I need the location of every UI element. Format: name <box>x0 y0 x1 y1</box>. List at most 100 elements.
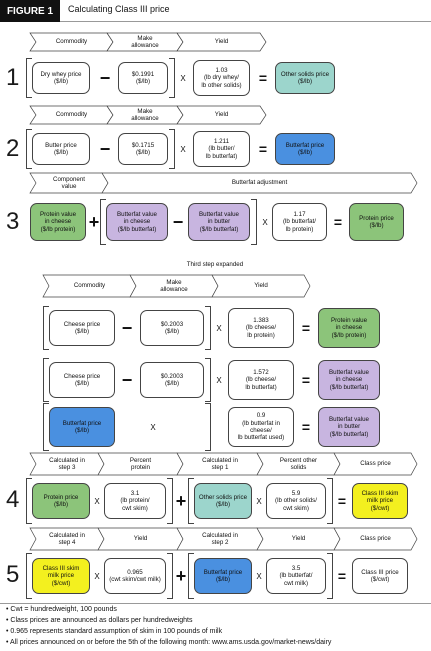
hdr-calculated-step4: Calculated in step 4 <box>49 531 85 546</box>
equals-op: = <box>337 568 347 584</box>
yield-box: 1.572 (lb cheese/ lb butterfat) <box>228 360 294 400</box>
hdr-calculated-step2: Calculated in step 2 <box>202 531 238 546</box>
bracket-left <box>188 553 194 599</box>
hdr-calculated-step3: Calculated in step 3 <box>49 456 85 471</box>
equals-op: = <box>258 141 268 157</box>
bracket-left <box>26 553 32 599</box>
equals-op: = <box>337 493 347 509</box>
cheese-price-box: Cheese price ($/lb) <box>49 362 115 398</box>
note-announcement: • All prices announced on or before the … <box>6 639 332 646</box>
hdr-commodity: Commodity <box>73 282 106 290</box>
butterfat-value-butter-box: Butterfat value in butter ($/lb butterfa… <box>318 407 380 447</box>
hdr-yield: Yield <box>133 535 148 543</box>
protein-value-cheese-box: Protein value in cheese ($/lb protein) <box>318 308 380 348</box>
class-iii-skim-price-box: Class III skim milk price ($/cwt) <box>32 558 90 594</box>
cheese-price-box: Cheese price ($/lb) <box>49 310 115 346</box>
step-number-4: 4 <box>6 486 20 513</box>
percent-other-solids-box: 5.9 (lb other solids/ cwt skim) <box>266 483 326 519</box>
hdr-percent-other-solids: Percent other solids <box>279 456 318 471</box>
protein-value-cheese-box: Protein value in cheese ($/lb protein) <box>30 203 86 241</box>
yield-box: 1.383 (lb cheese/ lb protein) <box>228 308 294 348</box>
butter-price-box: Butter price ($/lb) <box>32 133 90 165</box>
butterfat-yield-box: 3.5 (lb butterfat/ cwt milk) <box>266 558 326 594</box>
step-number-2: 2 <box>6 135 20 162</box>
butterfat-value-cheese-box: Butterfat value in cheese ($/lb butterfa… <box>106 203 168 241</box>
hdr-make-allowance: Make allowance <box>131 34 159 49</box>
times-op: X <box>216 323 222 333</box>
expanded-title: Third step expanded <box>186 261 244 269</box>
bracket-right <box>167 553 173 599</box>
hdr-arrow <box>101 172 418 194</box>
bracket-right <box>205 358 211 402</box>
hdr-percent-protein: Percent protein <box>129 456 152 471</box>
make-allowance-box: $0.2003 ($/lb) <box>140 310 204 346</box>
bracket-left <box>188 478 194 524</box>
bracket-left <box>43 306 49 350</box>
hdr-yield: Yield <box>214 38 229 46</box>
hdr-make-allowance: Make allowance <box>131 107 159 122</box>
minus-op: − <box>99 67 111 88</box>
other-solids-price-box: Other solids price ($/lb) <box>275 62 335 94</box>
yield-box: 1.211 (lb butter/ lb butterfat) <box>193 131 250 167</box>
times-op: X <box>256 571 262 581</box>
hdr-arrow <box>211 274 311 298</box>
hdr-class-price: Class price <box>360 535 391 543</box>
bracket-right <box>205 403 211 451</box>
butterfat-price-box: Butterfat price ($/lb) <box>194 558 252 594</box>
bracket-right <box>169 129 175 169</box>
dry-whey-price-box: Dry whey price ($/lb) <box>32 62 90 94</box>
bracket-right <box>167 478 173 524</box>
butterfat-price-box: Butterfat price ($/lb) <box>49 407 115 447</box>
hdr-arrow <box>176 32 267 52</box>
times-op: X <box>256 496 262 506</box>
hdr-arrow <box>176 105 267 125</box>
times-op: X <box>150 422 156 432</box>
times-op: X <box>94 496 100 506</box>
equals-op: = <box>301 320 311 336</box>
bracket-left <box>26 58 32 98</box>
bracket-left <box>43 403 49 451</box>
percent-protein-box: 3.1 (lb protein/ cwt skim) <box>104 483 166 519</box>
class-iii-price-box: Class III price ($/cwt) <box>352 558 408 594</box>
minus-op: − <box>99 138 111 159</box>
equals-op: = <box>301 372 311 388</box>
step-number-5: 5 <box>6 561 20 588</box>
notes-divider <box>0 603 431 604</box>
bracket-right <box>327 478 333 524</box>
butterfat-value-cheese-box: Butterfat value in cheese ($/lb butterfa… <box>318 360 380 400</box>
bracket-left <box>100 199 106 245</box>
minus-op: − <box>172 211 184 232</box>
hdr-yield: Yield <box>254 282 268 290</box>
make-allowance-box: $0.2003 ($/lb) <box>140 362 204 398</box>
times-op: X <box>216 375 222 385</box>
bracket-left <box>43 358 49 402</box>
hdr-butterfat-adjustment: Butterfat adjustment <box>231 179 288 187</box>
hdr-class-price: Class price <box>360 460 391 468</box>
ratio-box: 1.17 (lb butterfat/ lb protein) <box>272 203 327 241</box>
figure-title: Calculating Class III price <box>68 4 170 14</box>
protein-price-box: Protein price ($/lb) <box>32 483 90 519</box>
skim-yield-box: 0.965 (cwt skim/cwt milk) <box>104 558 166 594</box>
times-op: X <box>180 144 186 154</box>
equals-op: = <box>258 70 268 86</box>
plus-op: + <box>175 565 187 586</box>
hdr-component-value: Component value <box>53 175 85 190</box>
hdr-yield: Yield <box>214 111 229 119</box>
make-allowance-box: $0.1991 ($/lb) <box>118 62 168 94</box>
note-cwt: • Cwt = hundredweight, 100 pounds <box>6 606 117 613</box>
hdr-calculated-step1: Calculated in step 1 <box>202 456 238 471</box>
hdr-commodity: Commodity <box>55 111 88 119</box>
butterfat-yield-box: 0.9 (lb butterfat in cheese/ lb butterfa… <box>228 407 294 447</box>
butterfat-value-butter-box: Butterfat value in butter ($/lb butterfa… <box>188 203 250 241</box>
minus-op: − <box>121 369 133 390</box>
hdr-arrow <box>333 527 418 551</box>
plus-op: + <box>175 490 187 511</box>
step-number-1: 1 <box>6 64 20 91</box>
equals-op: = <box>333 214 343 230</box>
note-skim-assumption: • 0.965 represents standard assumption o… <box>6 628 223 635</box>
minus-op: − <box>121 317 133 338</box>
hdr-yield: Yield <box>291 535 306 543</box>
figure-label: FIGURE 1 <box>0 0 60 22</box>
make-allowance-box: $0.1715 ($/lb) <box>118 133 168 165</box>
bracket-right <box>251 199 257 245</box>
